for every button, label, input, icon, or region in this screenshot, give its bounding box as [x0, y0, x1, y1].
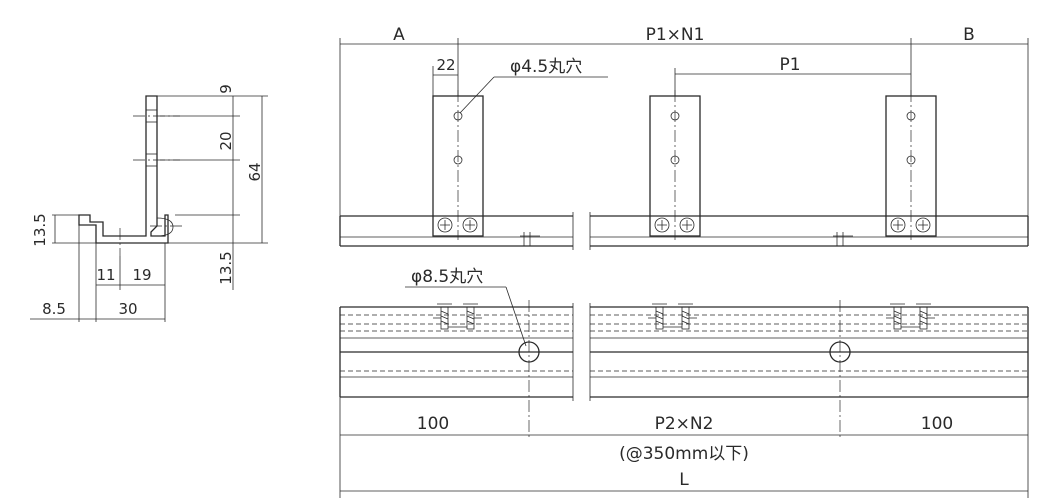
- side-view: 9 20 64 13.5 13.5 11 19 8.5 30: [30, 84, 268, 322]
- plan-view: φ8.5丸穴: [339, 267, 1029, 498]
- screw-body: [919, 306, 928, 330]
- screw-body: [440, 306, 449, 330]
- plan-screws-1: [433, 303, 482, 330]
- label-hole-small: φ4.5丸穴: [510, 57, 582, 77]
- label-a: A: [393, 25, 405, 45]
- screw-cross: [440, 220, 450, 230]
- screw-threads: [655, 310, 690, 325]
- screw-body: [681, 306, 690, 330]
- screw-body: [893, 306, 902, 330]
- screw-head: [679, 217, 695, 233]
- bracket-hole: [906, 155, 916, 165]
- bracket-1: [432, 90, 484, 240]
- screw-cross: [918, 220, 928, 230]
- rail-marks: [520, 232, 853, 246]
- bracket-hole: [453, 111, 463, 121]
- dim-13-5-right: 13.5: [217, 251, 235, 284]
- screw-head: [462, 217, 478, 233]
- label-b: B: [963, 25, 975, 45]
- screw-head: [915, 217, 931, 233]
- bracket-hole: [670, 111, 680, 121]
- break-lines: [572, 212, 591, 250]
- screw-body: [655, 306, 664, 330]
- dim-30: 30: [118, 300, 137, 318]
- dim-64: 64: [246, 162, 264, 181]
- screw-head-lines: [886, 303, 935, 328]
- screw-head: [654, 217, 670, 233]
- plan-screws-3: [886, 303, 935, 330]
- screw-head: [890, 217, 906, 233]
- screw-cross: [465, 220, 475, 230]
- leader-small-hole: [459, 76, 495, 114]
- screw-cross: [893, 220, 903, 230]
- leader-large-hole: [505, 286, 527, 347]
- screw-head: [437, 217, 453, 233]
- dim-20: 20: [217, 131, 235, 150]
- screw-threads: [893, 310, 928, 325]
- screw-cross: [657, 220, 667, 230]
- bracket-profile: [78, 95, 169, 244]
- screw-head-lines: [648, 303, 697, 328]
- label-hole-large: φ8.5丸穴: [411, 267, 483, 287]
- dim-8-5: 8.5: [42, 300, 66, 318]
- rail-front: [339, 215, 1029, 247]
- dim-100-right: 100: [921, 414, 953, 434]
- dim-100-left: 100: [417, 414, 449, 434]
- label-l: L: [679, 470, 689, 490]
- label-p1: P1: [779, 55, 800, 75]
- bracket-3: [885, 90, 937, 240]
- screw-threads: [440, 310, 475, 325]
- bracket-hole: [453, 155, 463, 165]
- label-p1n1: P1×N1: [646, 25, 705, 45]
- screw-head-lines: [433, 303, 482, 328]
- note-spacing: (@350mm以下): [619, 444, 749, 464]
- front-view: A P1×N1 B 22 φ4.5丸穴 P1: [339, 25, 1029, 250]
- bracket-hole: [906, 111, 916, 121]
- screw-body: [466, 306, 475, 330]
- dim-11: 11: [96, 266, 115, 284]
- dim-22: 22: [436, 56, 455, 74]
- label-p2n2: P2×N2: [655, 414, 714, 434]
- break-lines-plan: [572, 303, 591, 401]
- dim-19: 19: [132, 266, 151, 284]
- screw-cross: [682, 220, 692, 230]
- plan-screws-2: [648, 303, 697, 330]
- bracket-hole: [670, 155, 680, 165]
- screw-head-side: [156, 217, 174, 237]
- bracket-2: [649, 90, 701, 240]
- dim-9: 9: [217, 84, 235, 94]
- dim-13-5-left: 13.5: [31, 213, 49, 246]
